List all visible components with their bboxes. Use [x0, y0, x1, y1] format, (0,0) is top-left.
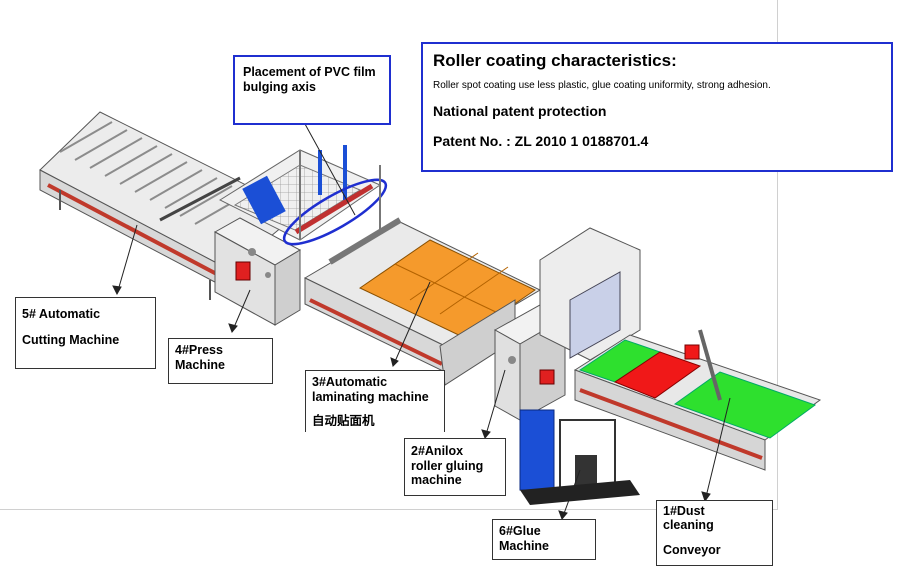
label-glue-machine: 6#Glue Machine [492, 519, 596, 560]
patent-number: Patent No. : ZL 2010 1 0188701.4 [433, 133, 649, 149]
label-anilox-line2: roller gluing [411, 458, 484, 473]
label-press-line2: Machine [175, 358, 226, 372]
label-anilox-line3: machine [411, 473, 462, 487]
coating-title: Roller coating characteristics: [433, 51, 677, 70]
label-laminating-chinese: 自动贴面机 [312, 414, 375, 426]
roller-coating-callout: Roller coating characteristics: Roller s… [421, 42, 893, 172]
label-press-line1: 4#Press [175, 343, 223, 357]
label-laminating-machine: 3#Automatic laminating machine 自动贴面机 [305, 370, 445, 432]
laminating-machine-3 [303, 217, 542, 386]
pointer-lines [112, 123, 731, 520]
label-cutting-line1: 5# Automatic [22, 307, 101, 321]
label-dust-cleaning-conveyor: 1#Dust cleaning Conveyor [656, 500, 773, 566]
label-glue-line2: Machine [499, 539, 550, 553]
pvc-callout-text: Placement of PVC film bulging axis [243, 65, 376, 94]
label-cutting-line2: Cutting Machine [22, 333, 120, 347]
label-glue-line1: 6#Glue [499, 524, 541, 538]
label-cutting-machine: 5# Automatic Cutting Machine [15, 297, 156, 369]
pvc-callout: Placement of PVC film bulging axis [233, 55, 391, 125]
label-laminating-line1: 3#Automatic [312, 375, 388, 389]
label-dust-line3: Conveyor [663, 543, 721, 557]
patent-protection-title: National patent protection [433, 103, 607, 119]
label-press-machine: 4#Press Machine [168, 338, 273, 384]
label-dust-line1: 1#Dust [663, 504, 705, 518]
gluing-cabinet [539, 227, 641, 361]
dust-cleaning-conveyor-1 [573, 329, 822, 471]
canvas-frame [0, 0, 778, 510]
press-machine-4 [213, 217, 302, 326]
glue-machine-6 [519, 409, 640, 505]
coating-description: Roller spot coating use less plastic, gl… [433, 80, 771, 91]
label-anilox-line1: 2#Anilox [411, 444, 464, 458]
label-laminating-line2: laminating machine [312, 390, 429, 404]
label-anilox-gluing-machine: 2#Anilox roller gluing machine [404, 438, 506, 496]
label-dust-line2: cleaning [663, 518, 714, 532]
pvc-film-frame [218, 145, 388, 255]
